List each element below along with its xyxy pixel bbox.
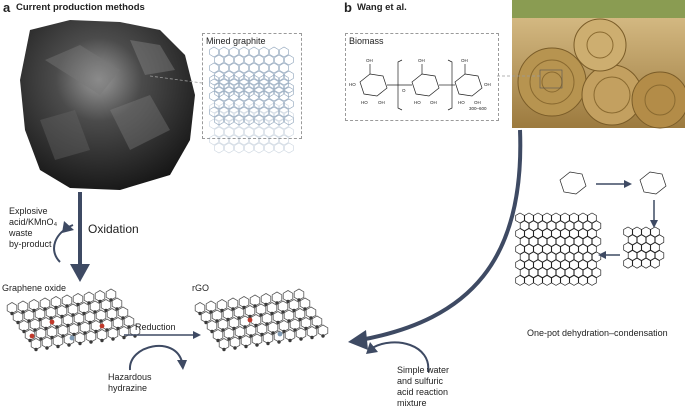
one-pot-label: One-pot dehydration–condensation <box>527 328 668 338</box>
hydrazine-label: Hazardous hydrazine <box>108 372 152 393</box>
panel-b-letter: b <box>344 0 352 15</box>
mined-graphite-label: Mined graphite <box>206 36 266 46</box>
mined-graphite-box <box>202 33 302 139</box>
repeat-subscript: 300–600 <box>469 106 487 111</box>
panel-b-title: Wang et al. <box>357 2 407 13</box>
panel-a-title: Current production methods <box>16 2 145 13</box>
biomass-label: Biomass <box>349 36 384 46</box>
water-acid-label: Simple water and sulfuric acid reaction … <box>397 365 450 408</box>
graphene-oxide-label: Graphene oxide <box>2 283 67 293</box>
panel-a-letter: a <box>3 0 11 15</box>
rgo-label: rGO <box>192 283 209 293</box>
reduction-label: Reduction <box>135 322 176 332</box>
explosive-waste-label: Explosive acid/KMnO₄ waste by-product <box>9 206 58 249</box>
oxidation-label: Oxidation <box>88 222 139 236</box>
